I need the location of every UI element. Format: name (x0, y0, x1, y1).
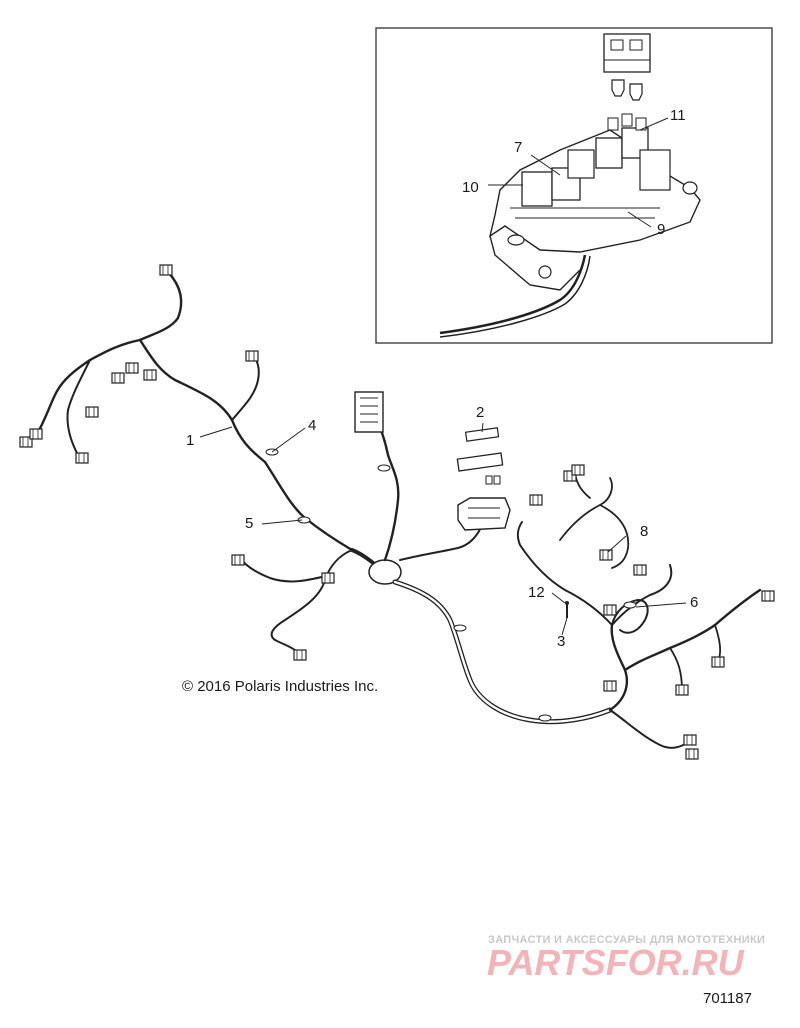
svg-text:PARTSFOR.RU: PARTSFOR.RU (487, 942, 745, 983)
callout-6: 6 (690, 594, 699, 611)
callout-11: 11 (670, 107, 686, 124)
diagram-id: 701187 (703, 990, 752, 1007)
callout-8: 8 (640, 523, 649, 540)
callout-2: 2 (476, 404, 485, 421)
callout-5: 5 (245, 515, 254, 532)
watermark-logo: PARTSFOR.RU (487, 942, 745, 983)
main-harness (36, 270, 762, 749)
callout-4: 4 (308, 417, 317, 434)
callout-7: 7 (514, 139, 523, 156)
callout-9: 9 (657, 221, 666, 238)
watermark-tagline: ЗАПЧАСТИ И АКСЕССУАРЫ ДЛЯ МОТОТЕХНИКИ (488, 934, 766, 946)
callout-3: 3 (557, 633, 566, 650)
copyright-notice: © 2016 Polaris Industries Inc. (182, 678, 379, 695)
callout-1: 1 (186, 432, 195, 449)
leader-lines (199, 422, 687, 636)
callout-12: 12 (528, 584, 545, 601)
connectors (19, 264, 775, 760)
callout-10: 10 (462, 179, 479, 196)
inset-panel (375, 27, 773, 344)
